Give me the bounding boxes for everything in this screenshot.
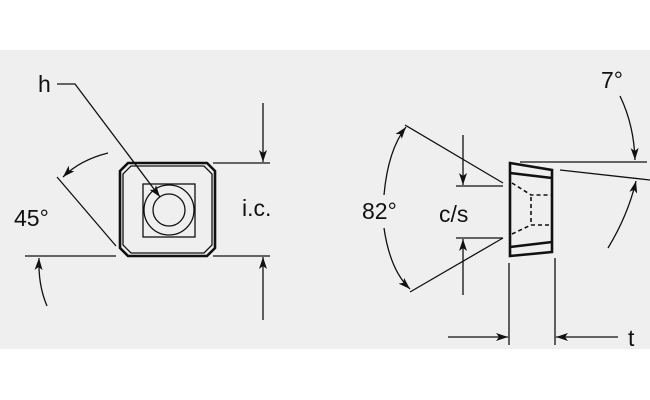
angle-line: [56, 176, 117, 247]
inner-square: [142, 183, 196, 238]
clearance-arc-bottom: [607, 180, 638, 249]
clearance-angle-label: 7°: [601, 67, 623, 93]
top-view: h i.c. 45°: [14, 71, 271, 320]
clearance-arc-top: [619, 95, 639, 161]
angle-arc-top: [62, 152, 109, 178]
side-view: 7° 82° c/s t: [362, 67, 650, 351]
hole-leader: [57, 83, 161, 198]
countersink-label: c/s: [439, 201, 468, 227]
insert-side-outline: [508, 161, 554, 258]
angle-arc-bottom: [34, 257, 48, 307]
hole-circle: [152, 193, 186, 227]
insert-outline: [118, 161, 217, 258]
thickness-label: t: [628, 325, 635, 351]
countersink-angle-label: 82°: [362, 198, 397, 224]
countersink-circle: [143, 184, 195, 236]
ic-label: i.c.: [242, 195, 271, 221]
countersink-arc-bottom: [383, 227, 411, 290]
background-band: [0, 50, 650, 349]
hole-label: h: [38, 71, 51, 97]
angle-45-label: 45°: [14, 205, 49, 231]
countersink-arc-top: [383, 126, 407, 196]
